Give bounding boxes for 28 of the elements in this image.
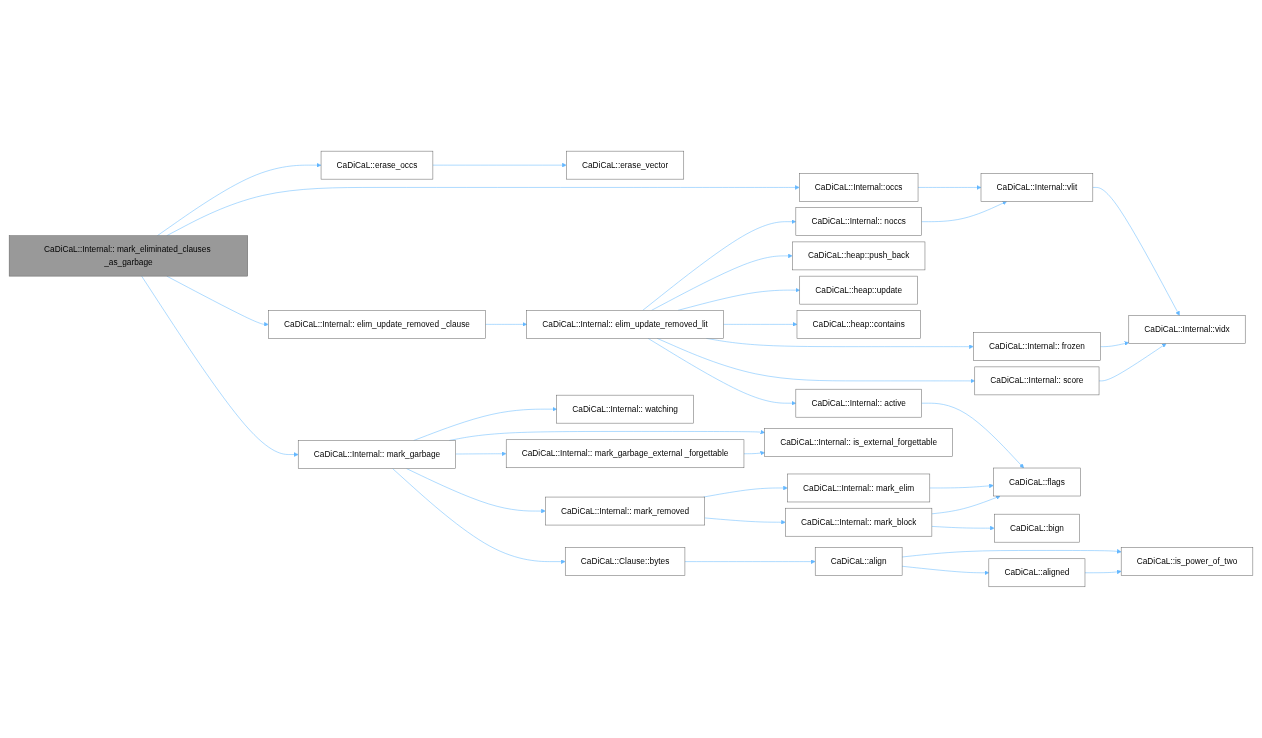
- node-box: CaDiCaL::Internal:: mark_elim: [787, 473, 931, 503]
- node-box: CaDiCaL::heap::push_back: [792, 241, 926, 271]
- node-box: CaDiCaL::is_power_of_two: [1120, 547, 1254, 576]
- node-box: CaDiCaL::flags: [993, 467, 1081, 497]
- node-box: CaDiCaL::Internal:: mark_block: [785, 508, 933, 537]
- node-box: CaDiCaL::Internal:: noccs: [795, 207, 922, 236]
- node-box: CaDiCaL::erase_occs: [320, 150, 434, 180]
- node-box: CaDiCaL::Internal:: mark_garbage_external _forgettable: [505, 439, 745, 469]
- node-box: CaDiCaL::Internal:: elim_update_removed _clause: [268, 310, 486, 339]
- node-box: CaDiCaL::bign: [994, 513, 1080, 543]
- node-box: CaDiCaL::heap::contains: [796, 310, 921, 339]
- node-box: CaDiCaL::Internal:: active: [795, 388, 922, 418]
- node-box: CaDiCaL::erase_vector: [566, 150, 684, 180]
- node-box: CaDiCaL::Internal:: frozen: [973, 332, 1101, 361]
- node-box: CaDiCaL::heap::update: [799, 275, 918, 305]
- node-box: CaDiCaL::Internal:: elim_update_removed_lit: [526, 310, 724, 339]
- node-box: CaDiCaL::Internal:: mark_garbage: [297, 440, 456, 469]
- node-box: CaDiCaL::Internal:: mark_eliminated_clauses _as_garbage: [8, 235, 248, 277]
- node-box: CaDiCaL::Internal:: is_external_forgettable: [764, 428, 953, 457]
- node-box: CaDiCaL::align: [814, 547, 903, 576]
- node-box: CaDiCaL::Internal::vidx: [1128, 315, 1246, 344]
- node-box: CaDiCaL::Internal:: watching: [556, 394, 694, 424]
- node-box: CaDiCaL::Internal:: score: [974, 366, 1100, 396]
- node-box: CaDiCaL::Internal:: mark_removed: [545, 496, 705, 526]
- node-box: CaDiCaL::Internal::occs: [799, 173, 919, 202]
- node-box: CaDiCaL::aligned: [988, 558, 1086, 588]
- node-box: CaDiCaL::Internal::vlit: [980, 173, 1094, 202]
- node-box: CaDiCaL::Clause::bytes: [565, 547, 686, 576]
